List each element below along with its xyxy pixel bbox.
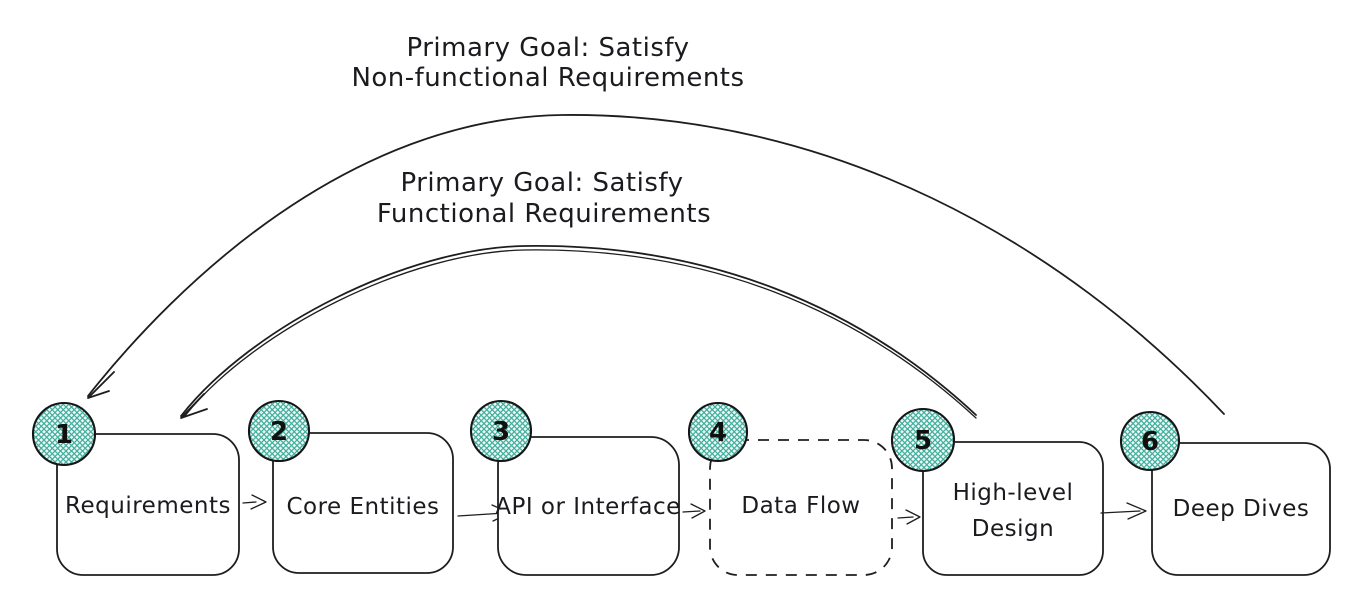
step-box-core-entities: Core Entities 2	[247, 399, 454, 574]
connector-arrow-1-2	[242, 494, 267, 510]
step-box-requirements: Requirements 1	[31, 401, 240, 576]
data-flow-box	[709, 439, 893, 576]
arc-functional-label-line2: Functional Requirements	[377, 199, 711, 229]
core-entities-box	[272, 432, 454, 574]
badge-1-circle	[31, 401, 97, 467]
badge-3-number: 3	[492, 417, 510, 447]
requirements-label: Requirements	[65, 493, 231, 519]
step-box-high-level-design: High-level Design 5	[890, 407, 1104, 576]
connector-4-5-shaft	[897, 516, 914, 519]
connector-5-6-shaft	[1100, 510, 1141, 514]
step-badge-6: 6	[1119, 410, 1181, 472]
badge-6-number: 6	[1141, 427, 1159, 457]
core-entities-label: Core Entities	[286, 494, 439, 520]
connector-arrow-3-4	[682, 503, 706, 519]
connector-1-2-shaft	[242, 501, 257, 504]
connector-arrow-5-6	[1100, 502, 1147, 520]
arc-functional-curve-second-pass	[183, 249, 977, 419]
arc-non-functional-label-line1: Primary Goal: Satisfy	[407, 33, 690, 63]
arc-non-functional-arrowhead-icon	[87, 371, 115, 399]
connector-3-4-arrowhead-icon	[690, 503, 706, 519]
badge-2-number: 2	[270, 417, 288, 447]
connector-arrow-4-5	[897, 509, 921, 525]
arc-functional-arrowhead-icon	[180, 393, 208, 419]
arc-functional-curve	[180, 245, 977, 417]
badge-5-number: 5	[914, 426, 932, 456]
arc-functional-label-line1: Primary Goal: Satisfy	[401, 168, 684, 198]
badge-2-circle	[247, 399, 311, 463]
badge-5-circle	[890, 407, 956, 473]
connector-1-2-arrowhead-icon	[250, 494, 267, 510]
badge-4-number: 4	[709, 418, 727, 448]
arc-non-functional-label-line2: Non-functional Requirements	[351, 63, 744, 93]
step-box-data-flow: Data Flow 4	[687, 401, 893, 576]
step-badge-2: 2	[247, 399, 311, 463]
step-badge-4: 4	[687, 401, 749, 463]
step-badge-3: 3	[469, 399, 533, 463]
step-badge-5: 5	[890, 407, 956, 473]
step-badge-1: 1	[31, 401, 97, 467]
high-level-design-label-line1: High-level	[953, 480, 1074, 506]
deep-dives-box	[1151, 442, 1331, 576]
high-level-design-label-line2: Design	[972, 516, 1054, 542]
badge-1-number: 1	[55, 420, 73, 450]
badge-4-circle	[687, 401, 749, 463]
high-level-design-box	[922, 441, 1104, 576]
connector-4-5-arrowhead-icon	[905, 509, 921, 525]
connector-3-4-shaft	[682, 510, 701, 513]
arc-functional-requirements	[180, 245, 977, 419]
requirements-box	[56, 433, 240, 576]
step-box-api-or-interface: API or Interface 3	[469, 399, 681, 576]
api-or-interface-box	[497, 436, 680, 576]
connector-5-6-arrowhead-icon	[1126, 502, 1147, 520]
arc-non-functional-requirements	[87, 114, 1225, 415]
badge-3-circle	[469, 399, 533, 463]
step-box-deep-dives: Deep Dives 6	[1119, 410, 1331, 576]
data-flow-label: Data Flow	[741, 493, 860, 519]
api-or-interface-label: API or Interface	[495, 494, 681, 520]
badge-6-circle	[1119, 410, 1181, 472]
arc-non-functional-curve	[87, 114, 1225, 415]
deep-dives-label: Deep Dives	[1173, 496, 1310, 522]
